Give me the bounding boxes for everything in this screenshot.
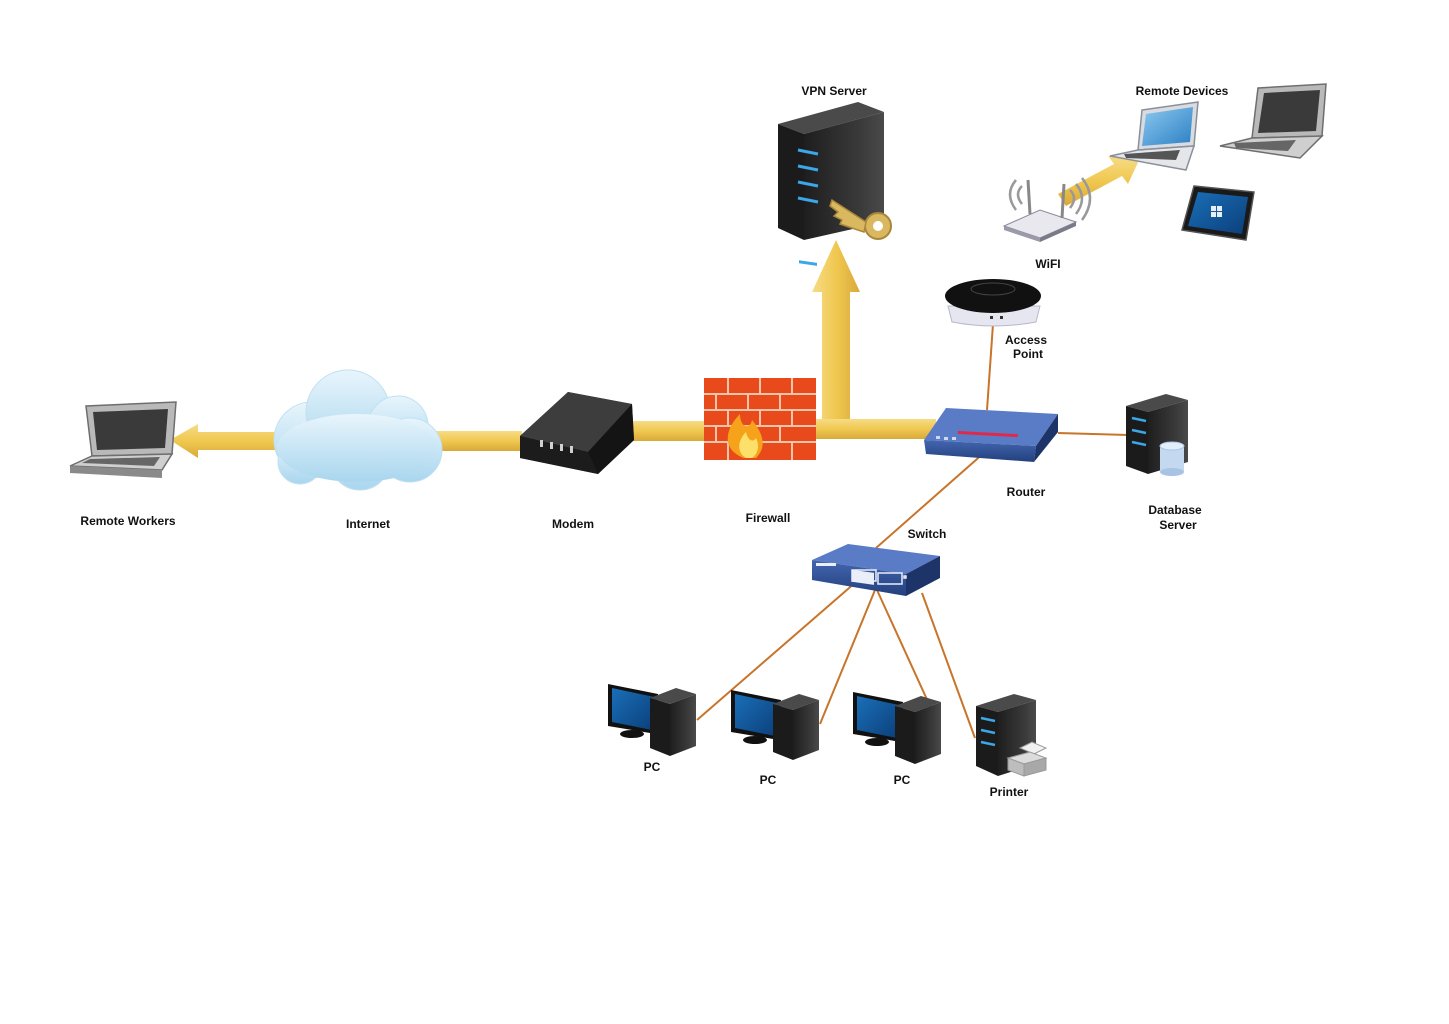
label-router: Router <box>1006 485 1046 499</box>
firewall-icon <box>704 378 816 460</box>
label-pc-2: PC <box>759 773 777 787</box>
label-database-server-line1: Database <box>1148 503 1202 517</box>
label-pc-1: PC <box>643 760 661 774</box>
printer-icon <box>1006 741 1048 777</box>
label-pc-3: PC <box>893 773 911 787</box>
vpn-server-icon <box>778 102 892 266</box>
remote-workers-laptop-icon <box>69 401 177 478</box>
wifi-signal-icon <box>1008 177 1092 221</box>
arrow-modem-firewall <box>622 421 708 441</box>
cable-switch-pc-2 <box>819 589 876 725</box>
router-icon <box>924 408 1058 462</box>
label-switch: Switch <box>907 527 947 541</box>
arrow-firewall-router <box>814 419 936 439</box>
arrows <box>170 156 1140 458</box>
database-cylinder-icon <box>1159 441 1185 476</box>
label-access-point-line2: Point <box>1013 347 1043 361</box>
cable-switch-pc-1 <box>696 581 857 721</box>
label-wifi: WiFI <box>1035 257 1061 271</box>
arrow-wifi-remote-devices <box>1058 156 1140 206</box>
remote-device-tablet-icon <box>1181 185 1255 241</box>
database-server-icon <box>1126 394 1188 476</box>
label-remote-devices: Remote Devices <box>1135 84 1229 98</box>
label-vpn-server: VPN Server <box>801 84 867 98</box>
modem-icon <box>520 392 634 474</box>
arrow-internet-modem <box>430 431 522 451</box>
arrow-to-vpn-server <box>812 240 860 419</box>
pc-3-icon <box>853 692 941 764</box>
wifi-router-icon <box>1002 177 1092 242</box>
arrow-to-remote-workers <box>170 424 285 458</box>
remote-device-laptop-grey-icon <box>1219 83 1327 159</box>
label-printer: Printer <box>989 785 1029 799</box>
label-access-point-line1: Access <box>1004 333 1048 347</box>
cable-switch-printer <box>921 592 976 739</box>
cable-router-access-point <box>986 323 994 411</box>
access-point-icon <box>945 279 1041 327</box>
printer-server-icon <box>976 694 1048 777</box>
cable-router-database <box>1057 432 1129 436</box>
label-modem: Modem <box>552 517 594 531</box>
cables <box>696 323 1129 739</box>
key-icon <box>829 198 892 240</box>
switch-icon <box>812 544 940 596</box>
label-remote-workers: Remote Workers <box>80 514 176 528</box>
internet-cloud-icon <box>273 369 443 491</box>
label-database-server-line2: Server <box>1159 518 1197 532</box>
remote-device-laptop-blue-icon <box>1109 101 1199 171</box>
pc-2-icon <box>731 690 819 760</box>
label-firewall: Firewall <box>745 511 791 525</box>
cable-router-switch <box>875 451 986 549</box>
label-internet: Internet <box>345 517 390 531</box>
pc-1-icon <box>608 684 696 756</box>
